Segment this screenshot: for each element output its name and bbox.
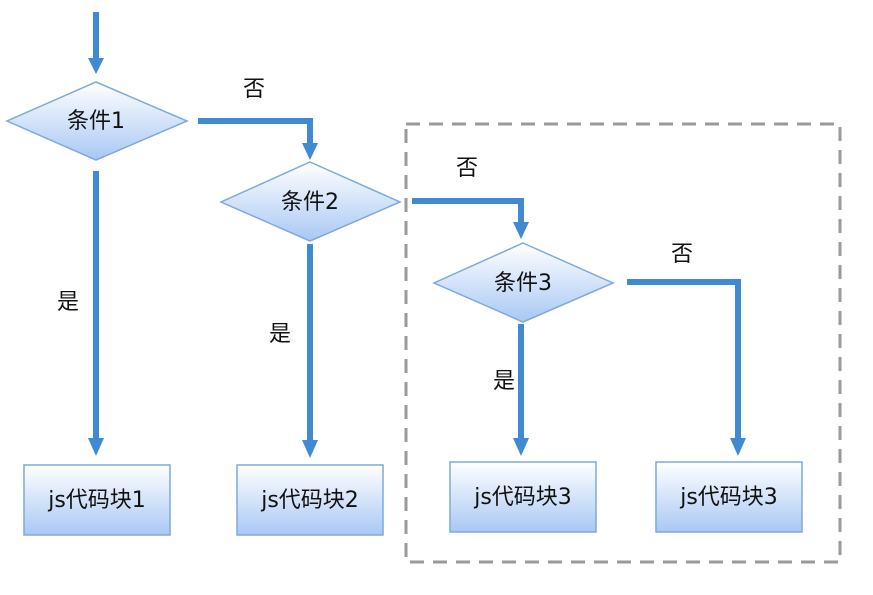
no-arrow-3-head bbox=[730, 438, 746, 456]
code-block-4: js代码块3 bbox=[655, 461, 803, 533]
condition-2-label: 条件2 bbox=[281, 190, 339, 215]
no-arrow-3 bbox=[627, 279, 741, 440]
code-block-2: js代码块2 bbox=[236, 464, 384, 536]
condition-1-label: 条件1 bbox=[67, 109, 125, 134]
entry-arrow-head bbox=[88, 58, 104, 74]
code-block-2-label: js代码块2 bbox=[260, 488, 359, 513]
no-arrow-2 bbox=[412, 198, 524, 224]
edge-label-no-2: 否 bbox=[456, 156, 478, 181]
code-block-3-label: js代码块3 bbox=[473, 485, 572, 510]
yes-arrow-3-head bbox=[513, 438, 529, 456]
code-block-3-box bbox=[449, 461, 597, 533]
dashed-group-box bbox=[404, 122, 842, 564]
condition-2-diamond bbox=[219, 161, 402, 242]
edge-label-yes-3: 是 bbox=[493, 369, 515, 394]
code-block-4-box bbox=[655, 461, 803, 533]
condition-2: 条件2 bbox=[219, 161, 402, 242]
code-block-1-box bbox=[23, 464, 171, 536]
condition-3-label: 条件3 bbox=[494, 271, 552, 296]
edge-label-no-3: 否 bbox=[671, 242, 693, 267]
no-arrow-1-head bbox=[302, 143, 318, 160]
condition-1: 条件1 bbox=[5, 81, 189, 161]
code-block-1-label: js代码块1 bbox=[47, 488, 146, 513]
condition-1-diamond bbox=[5, 81, 189, 161]
yes-arrow-1-head bbox=[88, 438, 104, 456]
code-block-4-label: js代码块3 bbox=[679, 485, 778, 510]
edge-label-no-1: 否 bbox=[243, 77, 265, 102]
connectors bbox=[88, 12, 746, 458]
code-block-3: js代码块3 bbox=[449, 461, 597, 533]
edge-label-yes-2: 是 bbox=[269, 322, 291, 347]
edge-label-yes-1: 是 bbox=[57, 290, 79, 315]
no-arrow-2-head bbox=[513, 222, 529, 239]
condition-3: 条件3 bbox=[432, 242, 615, 323]
code-block-2-box bbox=[236, 464, 384, 536]
no-arrow-1 bbox=[198, 118, 313, 145]
yes-arrow-2-head bbox=[302, 440, 318, 458]
condition-3-diamond bbox=[432, 242, 615, 323]
code-block-1: js代码块1 bbox=[23, 464, 171, 536]
